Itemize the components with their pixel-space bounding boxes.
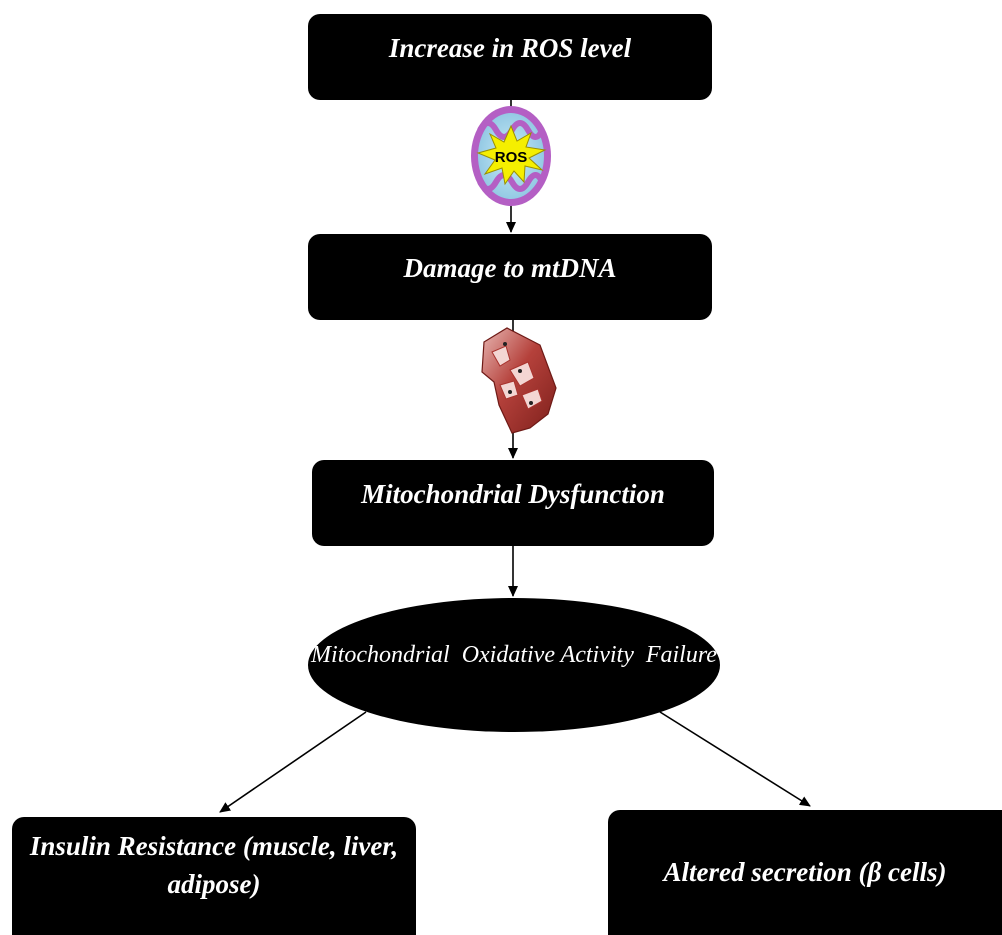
node-oxidative-failure-line1: Mitochondrial Oxidative <box>311 642 555 668</box>
node-insulin-resistance: Insulin Resistance (muscle, liver, adipo… <box>12 817 416 935</box>
node-insulin-resistance-line1: Insulin Resistance (muscle, liver, <box>29 831 399 861</box>
node-oxidative-failure: Mitochondrial Oxidative Activity Failure <box>308 598 720 732</box>
node-oxidative-failure-line2: Activity Failure <box>560 642 717 668</box>
node-ros-increase: Increase in ROS level <box>308 14 712 100</box>
node-ros-increase-label: Increase in ROS level <box>388 32 632 63</box>
arrow-failure-to-insulin <box>219 711 367 813</box>
node-insulin-resistance-line2: adipose) <box>167 869 261 899</box>
ros-burst-label: ROS <box>495 149 528 166</box>
node-mtdna-damage-label: Damage to mtDNA <box>403 252 617 283</box>
arrow-failure-to-secretion <box>659 711 811 807</box>
node-altered-secretion: Altered secretion (β cells) <box>608 810 1002 935</box>
damaged-mitochondrion-icon <box>481 327 557 434</box>
mitochondrion-ros-burst-icon <box>471 106 551 206</box>
node-mito-dysfunction-label: Mitochondrial Dysfunction <box>361 478 665 509</box>
node-altered-secretion-label: Altered secretion (β cells) <box>663 857 947 887</box>
node-mtdna-damage: Damage to mtDNA <box>308 234 712 320</box>
node-mito-dysfunction: Mitochondrial Dysfunction <box>312 460 714 546</box>
